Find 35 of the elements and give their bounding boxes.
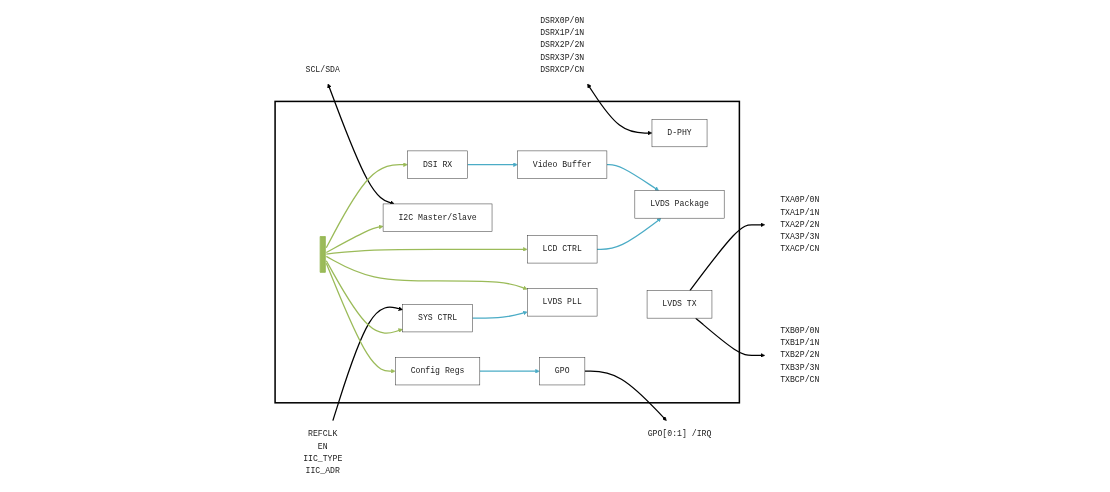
node-box: DSI RX [407,150,468,179]
node-text: TXA0P/0N TXA1P/1N TXA2P/2N TXA3P/3N TXACP/CN [780,195,820,254]
node-text: TXB0P/0N TXB1P/1N TXB2P/2N TXB3P/3N TXBCP/CN [780,326,820,385]
node-box: I2C Master/Slave [382,203,493,232]
node-box: D-PHY [651,119,708,148]
node-box: LVDS PLL [527,288,598,317]
node-box: LCD CTRL [527,235,598,264]
arrow [596,218,662,250]
node-box: Config Regs [395,357,481,386]
node-box: SYS CTRL [402,304,473,333]
arrow [587,83,653,136]
node-text: SCL/SDA [305,65,340,75]
node-box: GPO [539,357,586,386]
arrow [327,83,395,205]
arrow [325,162,408,249]
arrow [479,368,540,374]
arrow [332,306,403,422]
node-text: REFCLK EN IIC_TYPE IIC_ADR [303,429,343,476]
node-text: GPO[0:1] /IRQ [647,429,712,440]
arrow [467,162,518,167]
node-box: Video Buffer [517,150,608,179]
node-box: LVDS TX [646,290,713,319]
node-text: DSRX0P/0N DSRX1P/1N DSRX2P/2N DSRX3P/3N DSRXCP/CN [540,16,585,75]
arrow [325,260,403,334]
arrow [606,164,660,191]
arrow [584,370,667,421]
arrow [325,247,528,255]
arrow [325,262,396,374]
arrow [325,255,528,290]
arrow [471,310,528,319]
arrow [325,224,384,254]
arrow [689,222,766,292]
arrow [695,317,766,358]
cluster [274,100,741,404]
node-box: LVDS Package [634,190,725,219]
